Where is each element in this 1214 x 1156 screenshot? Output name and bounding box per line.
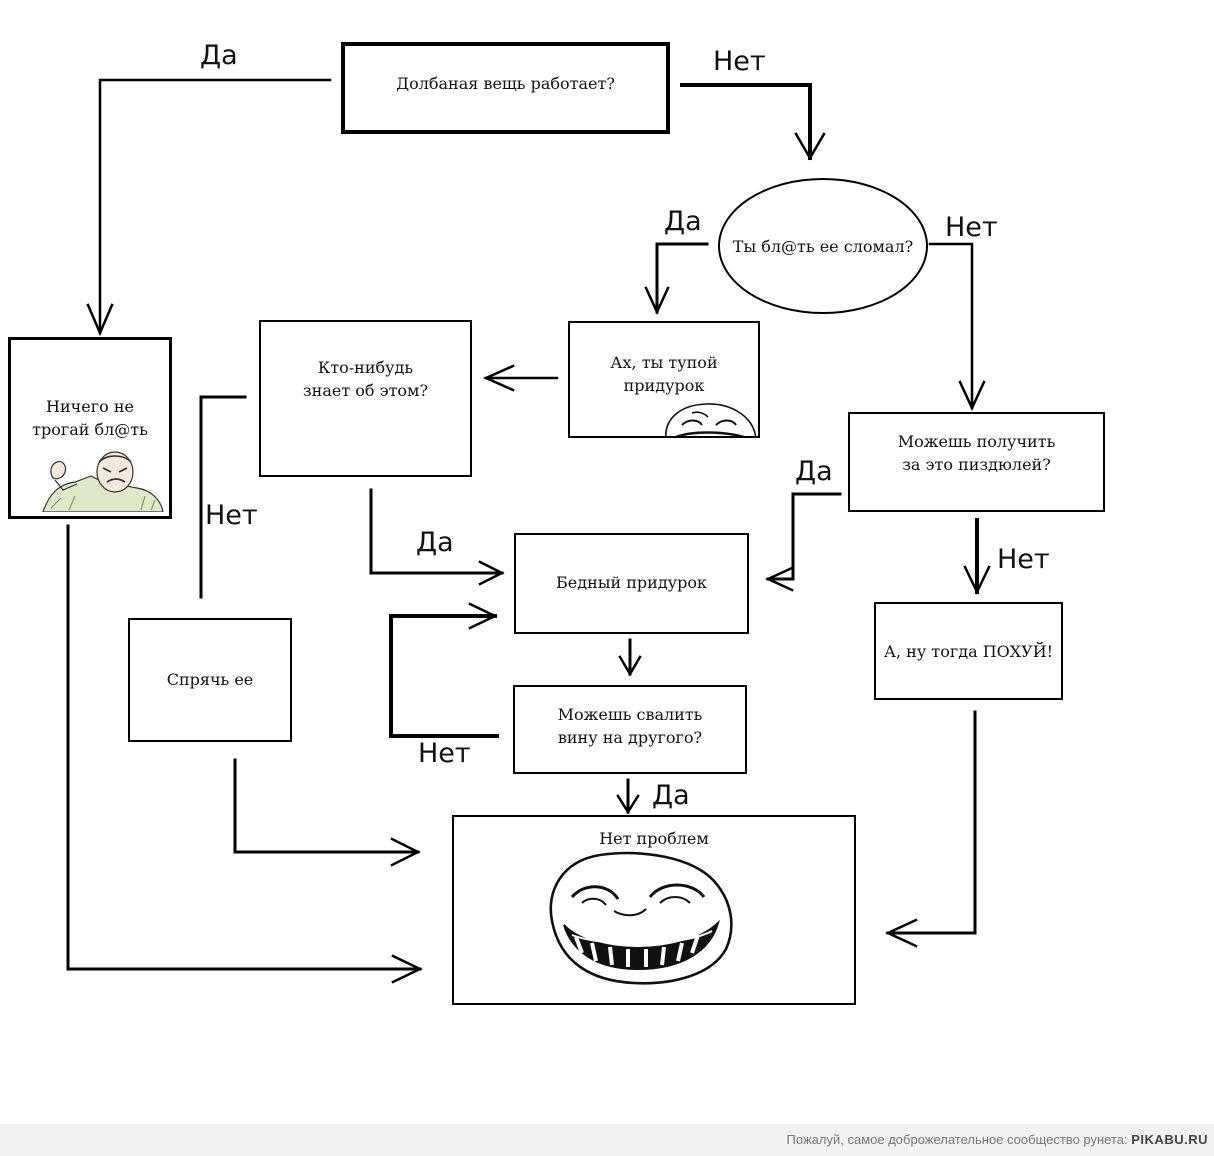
edge-donttouch-noproblem [66,524,422,971]
edge-label-broke-yes: Да [664,206,702,237]
node-punished: Можешь получить за это пиздюлей? [848,412,1105,512]
angry-man-illustration [42,451,164,512]
node-hide: Спрячь ее [128,618,292,742]
edge-stupid-knows-arrowhead [482,364,515,392]
edge-broke-yes [655,242,709,314]
edge-blame-no [389,614,499,738]
footer-tagline: Пожалуй, самое доброжелательное сообщест… [786,1132,1128,1147]
edge-start-no-arrowhead [794,132,826,161]
node-stupid-label: Ах, ты тупой придурок [610,353,718,396]
edge-blame-yes-arrowhead [616,794,640,815]
edge-start-yes-arrowhead [86,303,114,337]
node-no-problem-label: Нет проблем [599,829,709,848]
node-broke: Ты бл@ть ее сломал? [718,178,928,314]
node-start: Долбаная вещь работает? [341,42,670,134]
edge-knows-yes-arrowhead [478,560,505,586]
edge-broke-yes-arrowhead [644,286,670,316]
edge-whatever-noproblem-arrowhead [885,918,918,948]
edge-broke-no-arrowhead [958,380,986,411]
node-no-problem: Нет проблем [452,815,856,1005]
edge-label-start-no: Нет [713,46,766,77]
edge-label-knows-yes: Да [416,527,454,558]
edge-broke-no [928,242,974,410]
node-dont-touch-label: Ничего не трогай бл@ть [32,397,148,440]
node-dont-touch: Ничего не трогай бл@ть [8,337,172,519]
footer-caption: Пожалуй, самое доброжелательное сообщест… [787,1132,1208,1147]
node-blame-label: Можешь свалить вину на другого? [557,705,703,748]
edge-label-blame-yes: Да [652,780,690,811]
edge-hide-noproblem [233,758,420,854]
node-hide-label: Спрячь ее [166,670,254,689]
node-whatever-label: А, ну тогда ПОХУЙ! [883,642,1054,661]
footer-brand-link[interactable]: PIKABU.RU [1131,1132,1208,1147]
edge-poor-blame-arrowhead [618,655,642,677]
edge-punished-no-arrowhead [963,565,991,595]
edge-donttouch-noproblem-arrowhead [391,954,423,984]
edge-punished-yes [766,492,842,581]
edge-punished-yes-arrowhead [764,566,794,592]
trollface-illustration [549,851,733,985]
edge-label-blame-no: Нет [418,738,471,769]
node-poor: Бедный придурок [514,533,749,634]
node-broke-label: Ты бл@ть ее сломал? [732,236,914,256]
connector-layer [66,78,991,984]
node-punished-label: Можешь получить за это пиздюлей? [897,432,1056,475]
node-stupid: Ах, ты тупой придурок [568,321,760,438]
edge-whatever-noproblem [886,710,977,935]
edge-blame-no-arrowhead [468,602,498,630]
trollface-small-illustration [665,403,757,436]
node-knows: Кто-нибудь знает об этом? [259,320,472,477]
edge-label-broke-no: Нет [945,212,998,243]
edge-hide-noproblem-arrowhead [390,837,421,867]
edge-start-no [680,83,812,160]
node-whatever: А, ну тогда ПОХУЙ! [874,602,1063,700]
edge-knows-yes [369,488,504,575]
edge-label-knows-no: Нет [205,500,258,531]
node-knows-label: Кто-нибудь знает об этом? [302,358,429,401]
edge-label-punished-yes: Да [795,456,833,487]
footer-bar: Пожалуй, самое доброжелательное сообщест… [0,1124,1214,1156]
node-start-label: Долбаная вещь работает? [396,74,615,93]
edge-start-yes [98,78,332,335]
node-poor-label: Бедный придурок [556,573,707,592]
edge-knows-no [199,395,247,599]
edge-label-punished-no: Нет [997,544,1050,575]
node-blame: Можешь свалить вину на другого? [513,685,747,774]
edge-label-start-yes: Да [200,40,238,71]
